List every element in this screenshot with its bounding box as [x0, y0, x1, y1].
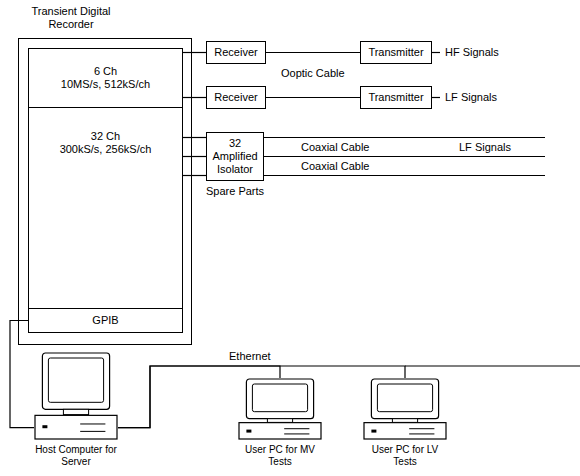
connector — [183, 52, 206, 53]
edge-label: Ooptic Cable — [280, 67, 346, 80]
connector — [10, 321, 34, 428]
computer: User PC for LV Tests — [363, 378, 447, 468]
computer-icon — [238, 378, 322, 440]
caption: User PC for LV Tests — [363, 444, 447, 468]
coaxial-cable — [264, 137, 545, 138]
box-label: Receiver — [213, 91, 259, 104]
signal-name: LF Signals — [444, 91, 498, 104]
section-label: 10MS/s, 512kS/ch — [61, 78, 150, 91]
cable-name: Coaxial Cable — [300, 141, 370, 154]
box-label: 32 Amplified Isolator — [210, 137, 260, 176]
edge-label: Ethernet — [228, 350, 272, 363]
ethernet-bus — [405, 365, 580, 366]
signal-lead — [432, 52, 440, 53]
channel-section: 32 Ch300kS/s, 256kS/ch — [28, 107, 183, 309]
signal-name: HF Signals — [444, 46, 500, 59]
gpib-section: GPIB — [28, 308, 183, 333]
coaxial-cable — [264, 175, 545, 176]
channel-section: 6 Ch10MS/s, 512kS/ch — [28, 48, 183, 108]
caption: User PC for MV Tests — [238, 444, 322, 468]
connector — [118, 366, 405, 428]
computer-icon — [363, 378, 447, 440]
section-label: 32 Ch — [91, 130, 120, 143]
section-label: 300kS/s, 256kS/ch — [60, 143, 152, 156]
title: Transient Digital Recorder — [19, 5, 123, 31]
transmitter-box: Transmitter — [360, 86, 432, 109]
receiver-box: Receiver — [206, 86, 266, 109]
computer-icon — [34, 352, 118, 440]
part-note: Spare Parts — [205, 185, 265, 198]
connector — [266, 97, 360, 98]
coaxial-cable — [264, 156, 545, 157]
isolator-box: 32 Amplified Isolator — [206, 132, 264, 181]
signal-name: LF Signals — [458, 141, 512, 154]
box-label: Receiver — [213, 46, 259, 59]
cable-name: Coaxial Cable — [300, 160, 370, 173]
wire-layout — [183, 53, 580, 367]
connector — [266, 52, 360, 53]
connector — [183, 97, 206, 98]
signal-lead — [432, 97, 440, 98]
transmitter-box: Transmitter — [360, 41, 432, 64]
isolator-input-wire — [183, 137, 206, 138]
recorder-housing: Transient Digital Recorder6 Ch10MS/s, 51… — [18, 38, 192, 345]
section-label: GPIB — [92, 314, 118, 327]
box-label: Transmitter — [367, 46, 425, 59]
isolator-input-wire — [183, 175, 206, 176]
connector — [183, 156, 206, 157]
section-label: 6 Ch — [94, 65, 117, 78]
box-label: Transmitter — [367, 91, 425, 104]
receiver-box: Receiver — [206, 41, 266, 64]
computer: Host Computer for Server — [34, 352, 118, 468]
computer: User PC for MV Tests — [238, 378, 322, 468]
caption: Host Computer for Server — [34, 444, 118, 468]
